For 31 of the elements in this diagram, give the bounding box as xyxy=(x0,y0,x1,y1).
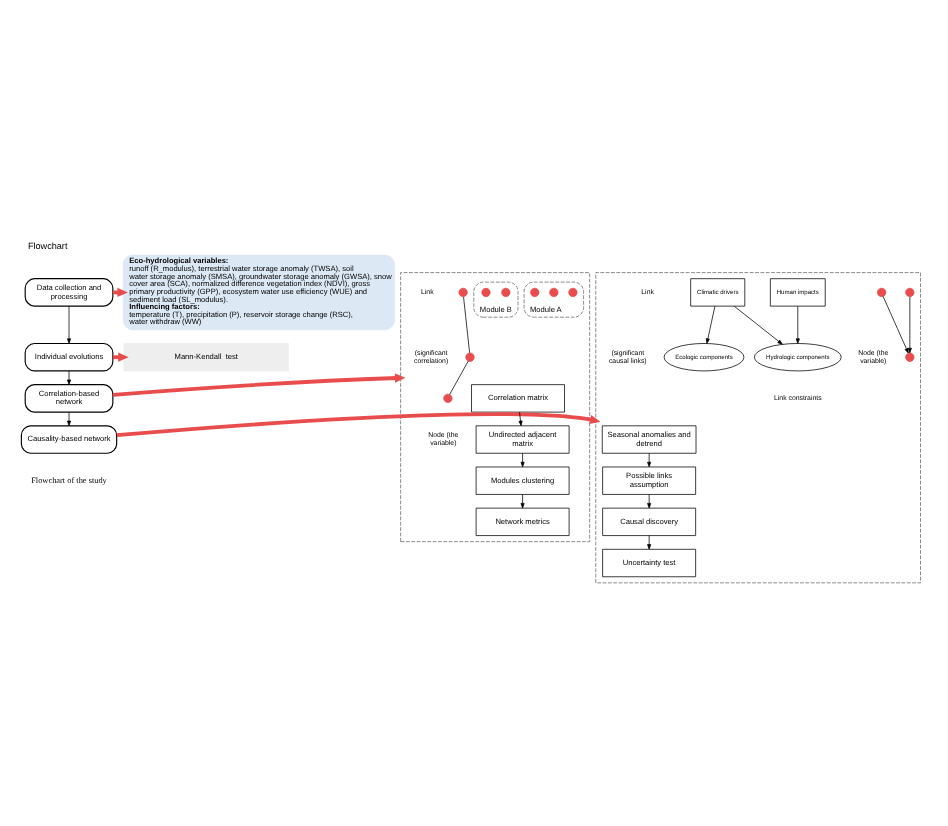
arrow xyxy=(795,304,800,343)
connector xyxy=(449,359,469,394)
node-circle xyxy=(549,286,559,296)
arrow xyxy=(67,369,71,384)
connector xyxy=(463,295,470,353)
cluster xyxy=(595,271,921,583)
arrow xyxy=(518,410,523,425)
cluster xyxy=(400,271,591,542)
arrow xyxy=(907,295,912,353)
arrow xyxy=(705,304,716,343)
arrow xyxy=(67,304,71,343)
arrow xyxy=(112,372,406,396)
node-circle xyxy=(481,286,491,296)
node-circle xyxy=(458,286,468,296)
arrow xyxy=(520,451,525,467)
arrow xyxy=(116,411,601,437)
node-circle xyxy=(501,286,511,296)
arrow xyxy=(882,295,909,353)
node-circle xyxy=(877,286,887,296)
arrow xyxy=(520,493,525,508)
node-circle xyxy=(465,351,475,361)
node-circle xyxy=(530,286,540,296)
node-circle xyxy=(905,286,915,296)
arrow xyxy=(647,451,652,467)
arrow xyxy=(647,493,652,508)
arrow xyxy=(647,534,652,549)
node-circle xyxy=(905,351,915,361)
node-circle xyxy=(568,286,578,296)
arrow xyxy=(733,304,783,344)
arrow xyxy=(67,410,71,425)
node-circle xyxy=(443,392,453,402)
